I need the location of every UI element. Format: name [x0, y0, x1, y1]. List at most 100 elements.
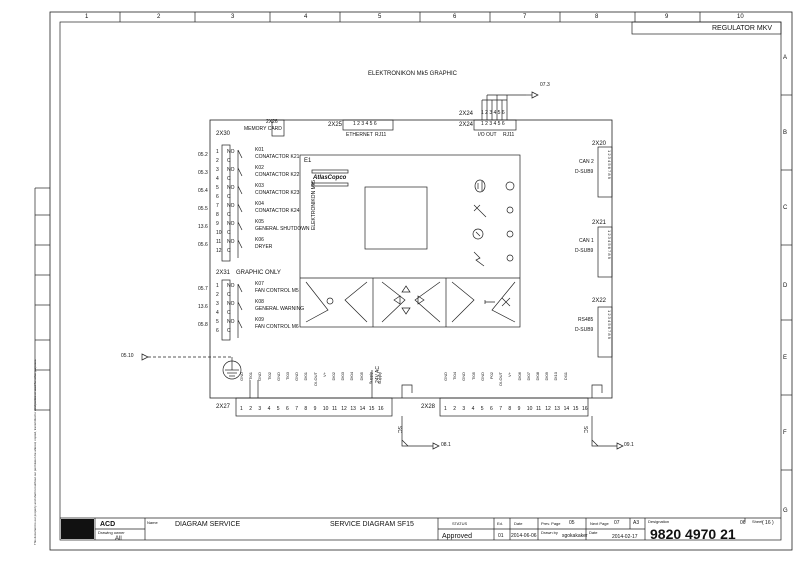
- relay-id: K04: [255, 201, 264, 207]
- terminal-signal: TI05: [470, 372, 476, 381]
- relay-label: CONATACTOR K23: [255, 190, 300, 196]
- tb-next: 07: [614, 520, 620, 526]
- terminal-signal: TI01: [248, 372, 254, 381]
- col-9: 9: [665, 14, 669, 20]
- pin-number: 1: [216, 149, 219, 155]
- row-b: B: [783, 130, 788, 136]
- row-c: C: [783, 205, 788, 211]
- terminal-pin: 1: [240, 406, 243, 412]
- col-10: 10: [737, 14, 744, 20]
- relay-id: K06: [255, 237, 264, 243]
- terminal-signal: P02: [489, 372, 494, 380]
- col-4: 4: [304, 14, 308, 20]
- pin-number: 1: [216, 283, 219, 289]
- port-2x22-line2: D-SUB9: [575, 327, 594, 333]
- contact-no: NO: [227, 185, 235, 191]
- tb-designation: 9820 4970 21: [650, 526, 736, 542]
- dsub-pins-2x22: 1 2 3 4 5 6 7 8 9: [607, 310, 612, 339]
- relay-id: K09: [255, 317, 264, 323]
- tb-name: DIAGRAM SERVICE: [175, 521, 241, 528]
- tb-date2: 2014-02-17: [612, 534, 638, 540]
- row-d: D: [783, 283, 788, 289]
- relay-label: GENERAL SHUTDOWN: [255, 226, 310, 232]
- terminal-signal: DI09: [544, 372, 550, 381]
- ground-xref: 05.10: [121, 353, 134, 359]
- memory-card-ref: 2X26: [266, 119, 278, 125]
- contact-c: C: [227, 292, 231, 298]
- terminal-pin: 4: [267, 406, 271, 412]
- ethernet-ref: 2X25: [328, 122, 343, 128]
- terminal-pin: 3: [258, 406, 262, 412]
- pin-number: 11: [216, 239, 222, 245]
- shield-2x28: SC: [582, 426, 588, 433]
- terminal-pin: 11: [332, 406, 338, 412]
- pin-number: 10: [216, 230, 222, 236]
- tb-date2-label: Date: [589, 530, 598, 535]
- tb-designation-label: Designation: [648, 519, 670, 524]
- terminal-signal: GND: [275, 372, 281, 381]
- terminal-pin: 5: [276, 406, 280, 412]
- terminal-signal: DI-OUT: [498, 372, 504, 386]
- terminal-pin: 3: [462, 406, 466, 412]
- terminal-pin: 9: [517, 406, 521, 412]
- terminal-pin: 11: [536, 406, 542, 412]
- port-2x21-line1: CAN 1: [579, 238, 594, 244]
- tb-owner: All: [115, 536, 122, 542]
- terminal-pin: 10: [526, 406, 533, 412]
- relay-ref: 05.2: [198, 152, 208, 158]
- relay-label: GENERAL WARNING: [255, 306, 305, 312]
- contact-no: NO: [227, 301, 235, 307]
- relay-id: K03: [255, 183, 264, 189]
- terminal-pin: 6: [490, 406, 493, 412]
- contact-no: NO: [227, 203, 235, 209]
- tb-date-label: Date: [514, 521, 523, 526]
- terminal-pin: 1: [444, 406, 447, 412]
- contact-c: C: [227, 212, 231, 218]
- xref-bottom-left: 08.1: [441, 442, 451, 448]
- relay-label: FAN CONTROL M5: [255, 288, 299, 294]
- relay-id: K08: [255, 299, 264, 305]
- diagram-title: ELEKTRONIKON Mk5 GRAPHIC: [368, 71, 458, 77]
- tb-status: Approved: [442, 533, 472, 540]
- pin-number: 2: [216, 292, 219, 298]
- terminal-signal: GND: [479, 372, 485, 381]
- io-ref-2: 2X24: [459, 122, 474, 128]
- relay-label: FAN CONTROL M6: [255, 324, 299, 330]
- relay-ref: 05.5: [198, 206, 208, 212]
- relay-label: CONATACTOR K22: [255, 172, 300, 178]
- terminal-pin: 7: [499, 406, 502, 412]
- pin-number: 5: [216, 185, 219, 191]
- relay-id: K07: [255, 281, 264, 287]
- terminal-signal: DI05: [358, 372, 364, 381]
- pin-number: 6: [216, 194, 219, 200]
- terminal-pin: 10: [322, 406, 329, 412]
- contact-no: NO: [227, 319, 235, 325]
- terminal-signal: DI03: [340, 372, 346, 381]
- dsub-pins-2x20: 1 2 3 4 5 6 7 8 9: [607, 150, 612, 179]
- terminal-signal: TI02: [266, 372, 272, 381]
- row-g: G: [783, 508, 788, 514]
- supply-note: 24V AC: [375, 366, 381, 383]
- brand-logo-text: AtlasCopco: [313, 175, 347, 181]
- tb-ed-label: Ed.: [497, 521, 504, 526]
- relay-id: K02: [255, 165, 264, 171]
- relay-ref: 13.6: [198, 304, 208, 310]
- terminal-pin: 12: [341, 406, 347, 412]
- contact-c: C: [227, 176, 231, 182]
- relay-ref: 05.8: [198, 322, 208, 328]
- tb-drawn: sgokakaker: [562, 533, 588, 539]
- io-label: I/O OUT: [478, 132, 497, 138]
- pin-number: 4: [216, 310, 219, 316]
- copyright-note: This document is our property and shall …: [33, 358, 37, 545]
- terminal-pin: 13: [350, 406, 356, 412]
- terminal-pin: 14: [359, 406, 366, 412]
- port-2x20-line2: D-SUB9: [575, 169, 594, 175]
- port-2x22-line1: RS485: [578, 317, 594, 323]
- col-5: 5: [378, 14, 382, 20]
- relay-id: K01: [255, 147, 264, 153]
- terminal-pin: 4: [471, 406, 475, 412]
- terminal-signal: DI06: [516, 372, 522, 381]
- io-jack: RJ11: [503, 132, 515, 138]
- tb-drawn-label: Drawn by: [541, 530, 558, 535]
